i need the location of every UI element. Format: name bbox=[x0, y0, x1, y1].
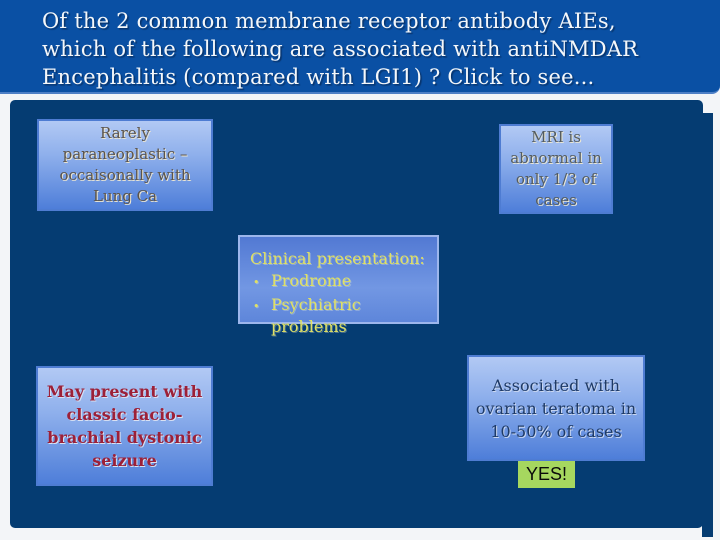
fact-box-clinical-presentation: Clinical presentation: • Prodrome • Psyc… bbox=[238, 235, 439, 336]
fact-line: MRI is bbox=[531, 128, 581, 146]
fact-box-faciobrachial-seizure: May present with classic facio- brachial… bbox=[36, 366, 213, 486]
fact-line: abnormal in bbox=[510, 149, 602, 167]
fact-line: classic facio- bbox=[66, 405, 183, 424]
fact-box-mri-abnormal: MRI is abnormal in only 1/3 of cases bbox=[499, 124, 613, 214]
slide-title: Of the 2 common membrane receptor antibo… bbox=[42, 7, 638, 91]
fact-box-ovarian-teratoma: Associated with ovarian teratoma in 10-5… bbox=[467, 355, 645, 461]
title-line-3: Encephalitis (compared with LGI1) ? Clic… bbox=[42, 65, 595, 89]
slide-body-shadow bbox=[702, 113, 713, 537]
yes-answer-badge: YES! bbox=[518, 461, 575, 488]
fact-line: cases bbox=[535, 191, 577, 209]
fact-line: Rarely bbox=[100, 124, 150, 142]
fact-line: occaisonally with bbox=[59, 166, 191, 184]
fact-line: paraneoplastic – bbox=[62, 145, 188, 163]
bullet-label: Prodrome bbox=[271, 271, 352, 290]
fact-line: brachial dystonic bbox=[47, 428, 202, 447]
fact-line: only 1/3 of bbox=[515, 170, 597, 188]
fact-line: Lung Ca bbox=[92, 187, 158, 205]
fact-line: 10-50% of cases bbox=[490, 421, 622, 441]
bullet-icon: • bbox=[253, 276, 260, 289]
bullet-item-prodrome: • Prodrome bbox=[250, 270, 431, 294]
fact-line: May present with bbox=[46, 382, 203, 401]
title-line-1: Of the 2 common membrane receptor antibo… bbox=[42, 9, 616, 33]
fact-line: Associated with bbox=[492, 375, 620, 395]
fact-line: seizure bbox=[92, 451, 157, 470]
fact-box-rarely-paraneoplastic: Rarely paraneoplastic – occaisonally wit… bbox=[37, 119, 213, 211]
title-banner: Of the 2 common membrane receptor antibo… bbox=[0, 0, 720, 94]
fact-line: ovarian teratoma in bbox=[475, 398, 637, 418]
bullet-label: Psychiatric problems bbox=[271, 295, 361, 336]
bullet-item-psychiatric: • Psychiatric problems bbox=[250, 294, 431, 338]
bullet-icon: • bbox=[253, 300, 260, 313]
title-line-2: which of the following are associated wi… bbox=[42, 37, 639, 61]
clinical-heading: Clinical presentation: bbox=[250, 249, 425, 268]
